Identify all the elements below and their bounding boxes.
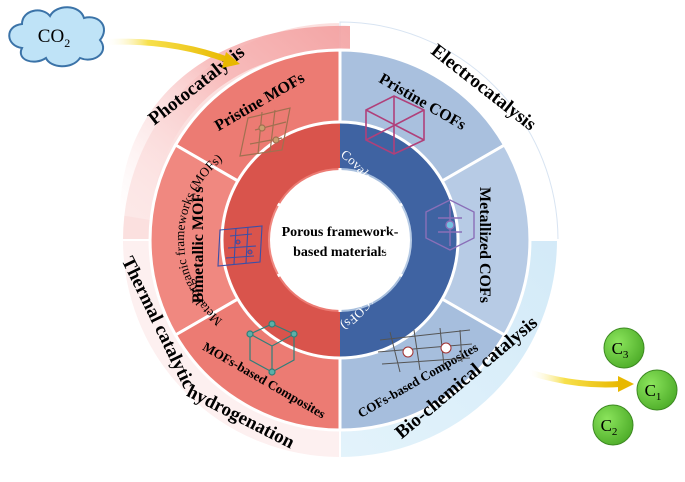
product-c1: C1: [636, 369, 678, 411]
bimetallic-mofs-structure-image: [217, 225, 263, 267]
metallized-cofs-label: Metallized COFs: [476, 187, 493, 303]
output-arrow-head: [618, 376, 634, 392]
co2-label: CO2: [38, 26, 70, 50]
product-c3: C3: [603, 327, 645, 369]
input-arrow-head: [222, 52, 240, 68]
pristine-mofs-structure-image: [239, 107, 291, 157]
mof-ring: [222, 122, 340, 358]
cof-ring: [340, 122, 458, 358]
output-arrow: [525, 369, 623, 388]
bimetallic-mofs-label: Bimetallic MOFs: [190, 187, 207, 304]
mofs-composites-structure-image: [246, 320, 298, 376]
svg-text:C3: C3: [612, 339, 629, 361]
co2-cloud: CO2: [8, 6, 105, 68]
center-title-line1: Porous framework-: [282, 225, 399, 240]
metallized-cofs-structure-image: [425, 199, 475, 251]
svg-text:C1: C1: [645, 381, 662, 403]
input-arrow: [102, 38, 231, 63]
product-c2: C2: [592, 404, 634, 446]
center-title-line2: based materials: [293, 245, 387, 260]
svg-text:C2: C2: [601, 416, 618, 438]
center-circle: [270, 170, 410, 310]
cofs-composites-structure-image: [377, 327, 473, 373]
pristine-cofs-structure-image: [365, 95, 425, 155]
